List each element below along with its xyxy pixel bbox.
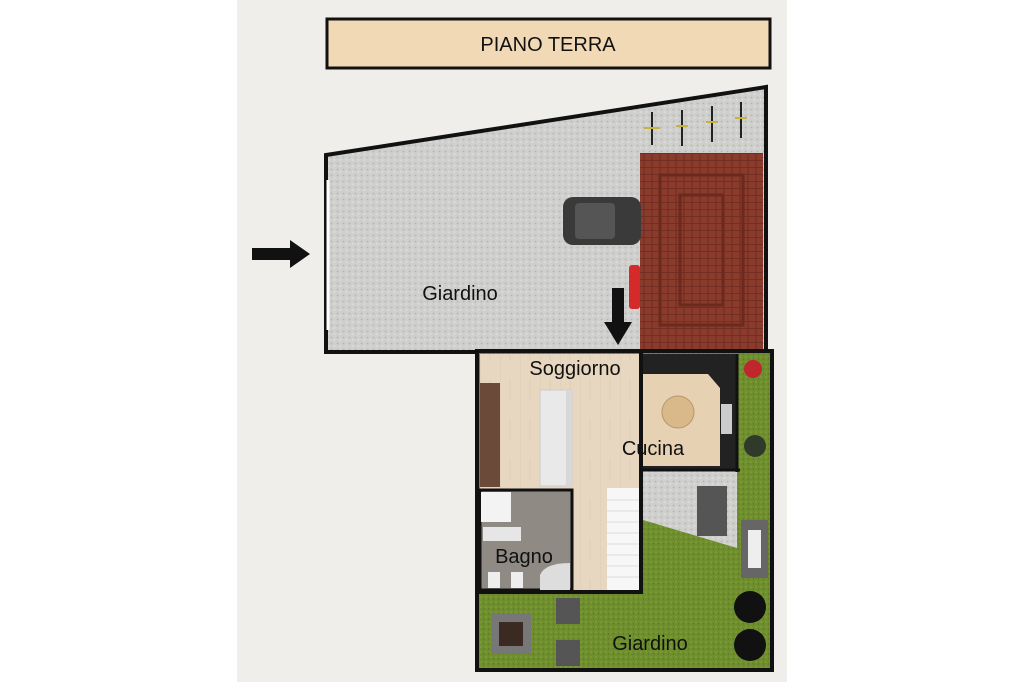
house-entrance-arrow-icon <box>604 288 632 345</box>
red-car-icon <box>629 265 640 309</box>
plan-title: PIANO TERRA <box>480 34 616 56</box>
bush-icon <box>734 591 766 623</box>
sofa-icon <box>539 389 573 487</box>
toilet-icon <box>488 572 500 588</box>
bush-icon <box>734 629 766 661</box>
bathroom-label: Bagno <box>495 546 553 568</box>
washbasin-icon <box>481 492 511 522</box>
entrance-arrow-icon <box>252 240 310 268</box>
flower-icon <box>744 360 762 378</box>
dining-table-icon <box>661 395 695 429</box>
bicycles-icon <box>644 102 747 146</box>
lounger-cushion <box>748 530 761 568</box>
kitchen-label: Cucina <box>622 438 685 460</box>
title-banner: PIANO TERRA <box>325 17 772 70</box>
stove-icon <box>721 404 732 434</box>
stairs <box>607 488 640 590</box>
roof-canopy <box>640 153 763 349</box>
roof-ridge-inner <box>678 193 725 307</box>
living-label: Soggiorno <box>529 358 620 380</box>
shower-icon <box>540 563 570 590</box>
garden-bottom-label: Giardino <box>612 633 688 655</box>
armchair-icon <box>556 640 580 666</box>
car-icon <box>563 197 641 245</box>
bidet-icon <box>511 572 523 588</box>
roof-ridge <box>658 173 745 327</box>
garden-top-label: Giardino <box>422 283 498 305</box>
fire-pit-center <box>499 622 523 646</box>
wardrobe <box>480 383 500 487</box>
bathtub-icon <box>483 527 521 541</box>
bush-icon <box>744 435 766 457</box>
patio-table-icon <box>697 486 727 536</box>
armchair-icon <box>556 598 580 624</box>
